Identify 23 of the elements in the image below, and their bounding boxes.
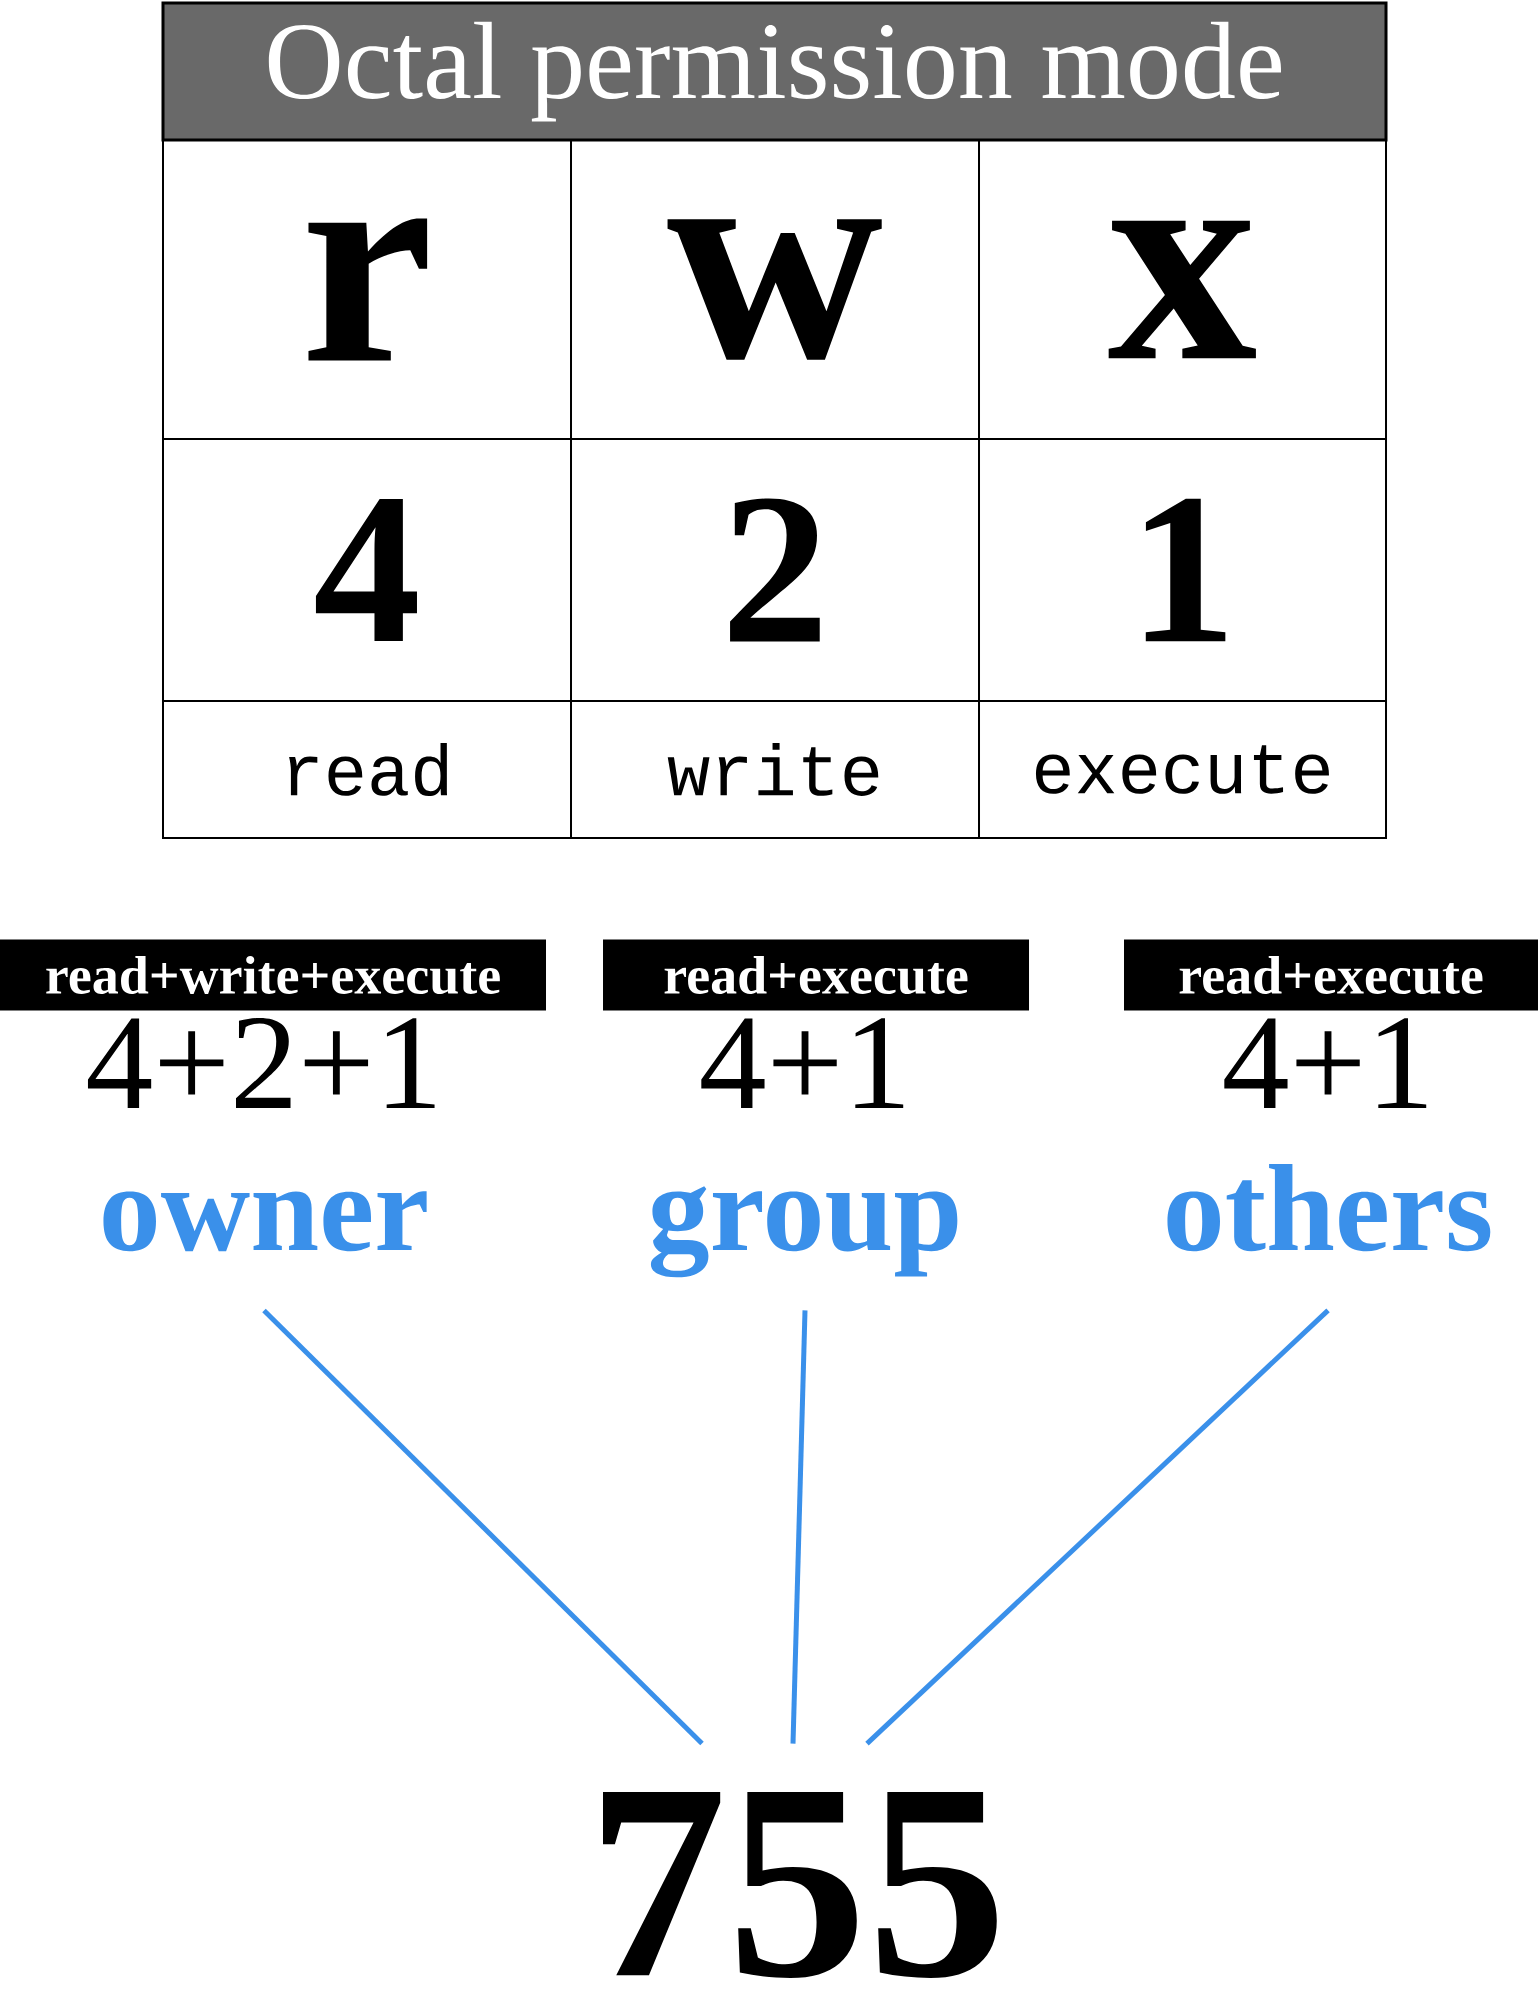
- table-cell: r: [162, 139, 572, 440]
- table-cell: 2: [570, 438, 980, 702]
- label-banner: read+execute: [603, 939, 1029, 1011]
- connector-line: [865, 1308, 1330, 1746]
- connector-line: [262, 1308, 704, 1746]
- category-word: owner: [103, 1191, 427, 1252]
- table-cell: 4: [162, 438, 572, 702]
- table-cell: 1: [978, 438, 1387, 702]
- sum-text: 4+1: [701, 1018, 904, 1108]
- sum-text: 4+1: [1224, 1018, 1427, 1108]
- label-banner: read+write+execute: [0, 939, 546, 1011]
- table-cell: x: [978, 139, 1387, 440]
- category-word: group: [650, 1186, 958, 1278]
- title-band: Octal permission mode: [161, 1, 1388, 142]
- table-cell: w: [570, 139, 980, 440]
- connector-line: [790, 1310, 808, 1744]
- octal-number: 755: [603, 1792, 997, 1979]
- sum-text: 4+2+1: [87, 1017, 435, 1108]
- category-word: others: [1167, 1163, 1491, 1252]
- table-cell: execute: [978, 700, 1387, 839]
- table-cell: read: [162, 700, 572, 839]
- table-cell: write: [570, 700, 980, 839]
- label-banner: read+execute: [1124, 939, 1538, 1011]
